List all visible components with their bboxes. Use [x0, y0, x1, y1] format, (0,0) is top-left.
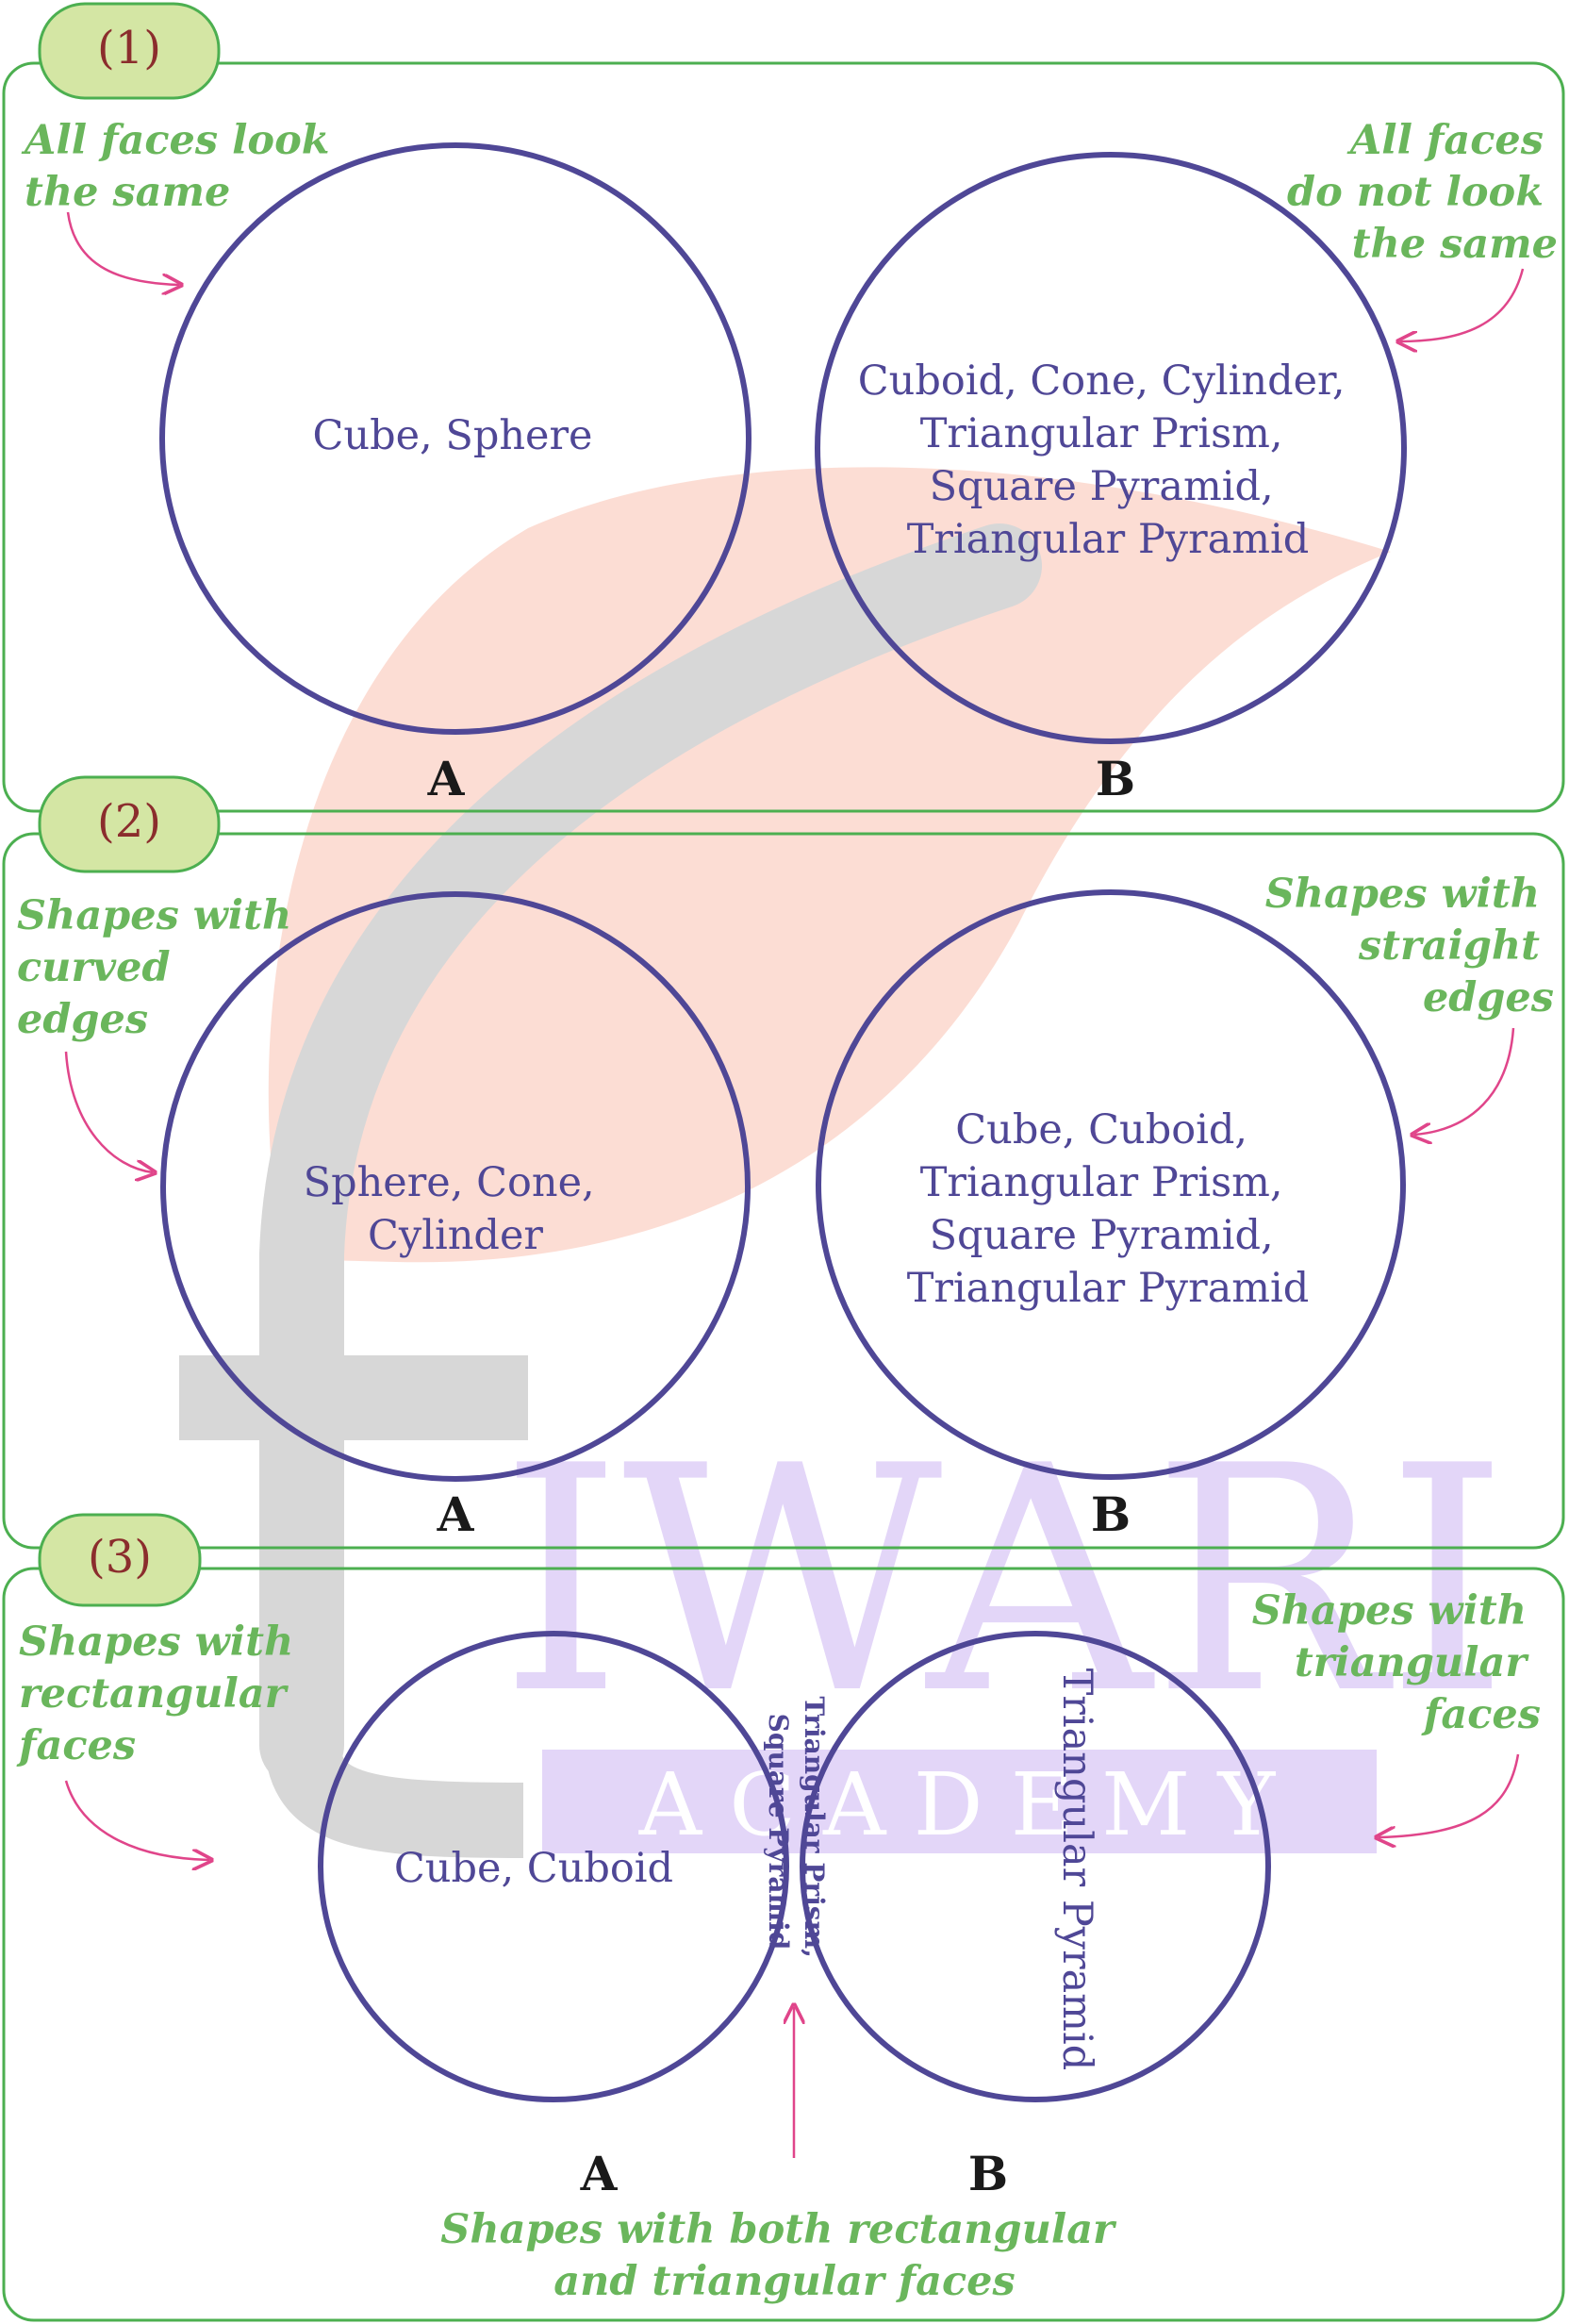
circle-b: [800, 1631, 1271, 2102]
watermark: IWARI A C A D E M Y: [179, 467, 1509, 1858]
watermark-stem: [259, 523, 1042, 1787]
circle-b-label: B: [968, 2146, 1008, 2201]
circle-a: [160, 891, 751, 1482]
note-left: Shapes with curved edges: [17, 892, 306, 1043]
pointer-arrow-left: [64, 1051, 153, 1172]
pointer-arrow-right: [1379, 1753, 1520, 1837]
note-left: All faces look the same: [21, 117, 344, 216]
pointer-arrow-right: [1414, 1027, 1515, 1135]
circle-b-label: B: [1091, 1486, 1131, 1542]
badge-text: (2): [97, 795, 161, 848]
note-left: Shapes with rectangular faces: [16, 1618, 307, 1769]
panel-badge: (1): [38, 2, 221, 100]
pointer-arrow-right: [1400, 268, 1525, 341]
circle-a-label: A: [580, 2146, 619, 2201]
note-right: Shapes with triangular faces: [1252, 1587, 1541, 1738]
note-right: All faces do not look the same: [1287, 117, 1558, 268]
circle-a: [159, 142, 751, 735]
note-right: Shapes with straight edges: [1265, 871, 1554, 1021]
panel-badge: (3): [38, 1513, 202, 1607]
circle-a: [318, 1631, 789, 2102]
circle-b-label: B: [1096, 751, 1135, 806]
watermark-hook: [264, 1734, 524, 1858]
circle-b: [815, 152, 1407, 744]
watermark-subword: A C A D E M Y: [638, 1754, 1277, 1855]
circle-a-contents: Cube, Sphere: [312, 412, 592, 459]
circle-a-label: A: [437, 1486, 475, 1542]
panel-badge: (2): [38, 775, 221, 873]
watermark-word: IWARI: [500, 1400, 1509, 1762]
circle-b-contents: Triangular Pyramid: [1053, 1668, 1100, 2071]
pointer-arrow-left: [64, 1780, 209, 1860]
watermark-leaf: [268, 467, 1391, 1263]
panel-frame: [2, 61, 1565, 813]
panel-1: (1) All faces look the same All faces do…: [2, 2, 1565, 813]
note-bottom: Shapes with both rectangular and triangu…: [440, 2206, 1128, 2305]
circle-b-contents: Cuboid, Cone, Cylinder, Triangular Prism…: [858, 357, 1358, 563]
circle-a-contents: Cube, Cuboid: [394, 1845, 673, 1892]
watermark-crossbar: [179, 1355, 528, 1440]
overlap-contents: Triangular Prism, Square Pyramid: [763, 1696, 830, 1967]
badge-text: (3): [88, 1531, 152, 1584]
panel-3: (3) Shapes with rectangular faces Shapes…: [2, 1513, 1565, 2322]
pointer-arrow-left: [66, 211, 179, 285]
circle-b-contents: Cube, Cuboid, Triangular Prism, Square P…: [907, 1106, 1310, 1312]
panel-frame: [2, 1567, 1565, 2322]
panel-2: (2) Shapes with curved edges Shapes with…: [2, 775, 1565, 1550]
panel-frame: [2, 832, 1565, 1550]
watermark-band: [542, 1750, 1377, 1853]
badge-text: (1): [97, 22, 161, 75]
circle-a-label: A: [427, 751, 466, 806]
circle-a-contents: Sphere, Cone, Cylinder: [304, 1159, 608, 1259]
circle-b: [816, 889, 1406, 1480]
